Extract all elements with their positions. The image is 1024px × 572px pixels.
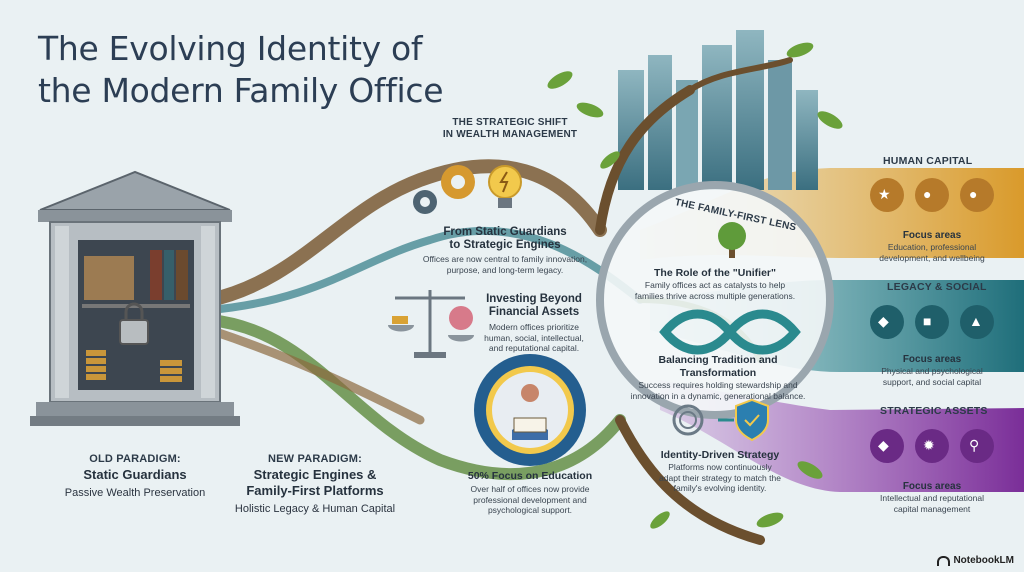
old-paradigm-block: OLD PARADIGM: Static Guardians Passive W… (50, 453, 220, 499)
scale-graphic (388, 290, 474, 358)
handshake-icon: ◆ (878, 313, 889, 329)
graduation-cap-icon: ★ (878, 186, 891, 202)
new-paradigm-label: NEW PARADIGM: (267, 453, 363, 465)
unifier-title: The Role of the "Unifier" (654, 267, 776, 279)
identity-title: Identity-Driven Strategy (660, 449, 780, 461)
human-capital-body-1: Education, professional (887, 242, 977, 252)
strategic-assets-body-1: Intellectual and reputational (880, 493, 984, 503)
notebooklm-wordmark: NotebookLM (937, 555, 1014, 566)
fingerprint-shield-graphic (672, 398, 769, 442)
investing-block: Investing Beyond Financial Assets Modern… (474, 293, 594, 354)
identity-body-1: Platforms now continuously (668, 462, 772, 472)
family-first-lens (596, 181, 834, 419)
city-skyline (618, 30, 818, 190)
education-body-1: Over half of offices now provide (470, 484, 590, 494)
old-paradigm-name: Static Guardians (83, 467, 187, 482)
laurel-icon: ▲ (969, 313, 983, 329)
balance-body-2: innovation in a dynamic, generational ba… (630, 390, 806, 401)
identity-block: Identity-Driven Strategy Platforms now c… (640, 449, 800, 494)
education-body-3: psychological support. (487, 505, 573, 515)
legacy-social-focus: Focus areas (902, 354, 962, 365)
key-icon: ◆ (878, 437, 889, 453)
page-title: The Evolving Identity of the Modern Fami… (38, 28, 498, 112)
guardians-to-engines-block: From Static Guardians to Strategic Engin… (410, 226, 600, 275)
balance-body-1: Success requires holding stewardship and (638, 380, 798, 390)
human-capital-focus-block: Focus areas Education, professional deve… (862, 229, 1002, 263)
strategic-assets-icons (870, 429, 994, 463)
human-capital-icons (870, 178, 994, 212)
gears-bulb-graphic (413, 165, 522, 214)
guardians-body-1: Offices are now central to family innova… (422, 254, 588, 264)
guardians-body-2: purpose, and long-term legacy. (446, 264, 564, 275)
investing-title-1: Investing Beyond (486, 293, 582, 305)
balance-block: Balancing Tradition and Transformation S… (620, 354, 816, 401)
notebooklm-label: NotebookLM (953, 555, 1014, 566)
new-paradigm-sub: Holistic Legacy & Human Capital (234, 503, 396, 515)
title-line-1: The Evolving Identity of (38, 29, 423, 68)
strategic-assets-focus-block: Focus areas Intellectual and reputationa… (862, 480, 1002, 514)
strategic-shift-line-2: IN WEALTH MANAGEMENT (442, 129, 578, 140)
identity-body-2: adapt their strategy to match the (659, 472, 781, 483)
strategic-shift-heading: THE STRATEGIC SHIFT IN WEALTH MANAGEMENT (430, 117, 590, 141)
identity-body-3: family's evolving identity. (673, 483, 767, 493)
notebooklm-logo-icon (937, 555, 951, 566)
institution-icon: ■ (923, 313, 932, 329)
legacy-social-focus-block: Focus areas Physical and psychological s… (862, 353, 1002, 387)
investing-title-2: Financial Assets (488, 306, 580, 318)
title-line-2: the Modern Family Office (38, 71, 444, 110)
old-paradigm-label: OLD PARADIGM: (89, 453, 181, 465)
leaves (547, 42, 843, 529)
network-icon: ✹ (923, 437, 935, 453)
education-body-2: professional development and (473, 494, 587, 505)
legacy-social-label: LEGACY & SOCIAL (887, 281, 987, 293)
strategic-assets-label: STRATEGIC ASSETS (880, 405, 988, 417)
new-paradigm-name-2: Family-First Platforms (246, 483, 384, 498)
guardians-title-1: From Static Guardians (443, 226, 567, 238)
strategic-assets-body-2: capital management (893, 503, 971, 514)
strategic-shift-line-1: THE STRATEGIC SHIFT (452, 117, 568, 128)
education-badge (474, 354, 586, 466)
investing-body-1: Modern offices prioritize (488, 322, 580, 332)
old-paradigm-sub: Passive Wealth Preservation (64, 487, 206, 499)
guardians-title-2: to Strategic Engines (449, 239, 561, 251)
human-capital-focus: Focus areas (902, 230, 962, 241)
strategic-assets-focus: Focus areas (902, 481, 962, 492)
education-title: 50% Focus on Education (467, 470, 593, 482)
human-capital-body-2: development, and wellbeing (879, 252, 985, 263)
new-paradigm-name-1: Strategic Engines & (253, 467, 377, 482)
investing-body-2: human, social, intellectual, (484, 332, 584, 343)
human-capital-label: HUMAN CAPITAL (883, 155, 973, 167)
balance-title: Balancing Tradition and Transformation (658, 354, 778, 379)
meditation-icon: ● (969, 186, 978, 202)
legacy-social-body-2: support, and social capital (882, 376, 982, 387)
unifier-block: The Role of the "Unifier" Family offices… (625, 267, 805, 301)
vault-building (30, 170, 240, 426)
brain-head-icon: ● (923, 186, 932, 202)
unifier-body-2: families thrive across multiple generati… (634, 290, 796, 301)
unifier-body-1: Family offices act as catalysts to help (644, 280, 786, 290)
magnifier-icon: ⚲ (969, 437, 980, 453)
investing-body-3: and reputational capital. (488, 343, 580, 353)
legacy-social-body-1: Physical and psychological (881, 366, 983, 376)
education-block: 50% Focus on Education Over half of offi… (445, 470, 615, 516)
new-paradigm-block: NEW PARADIGM: Strategic Engines & Family… (230, 453, 400, 515)
legacy-social-icons (870, 305, 994, 339)
